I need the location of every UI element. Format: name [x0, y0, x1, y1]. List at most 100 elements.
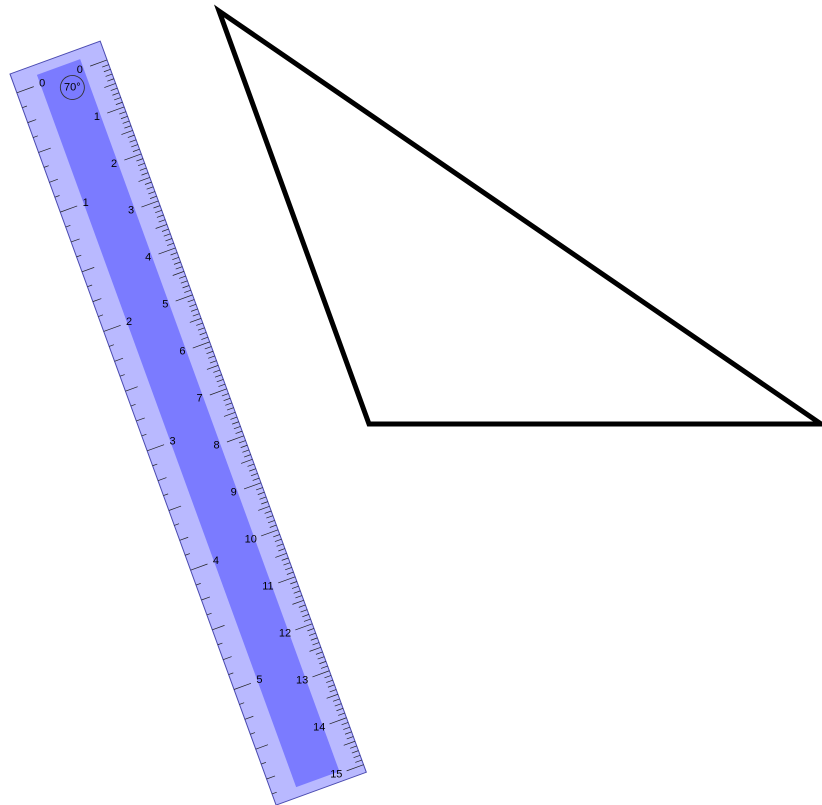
cm-tick	[343, 740, 356, 746]
inch-tick	[250, 732, 256, 735]
inch-tick	[33, 135, 38, 138]
cm-tick	[295, 595, 303, 599]
inch-tick	[103, 324, 121, 332]
cm-tick	[320, 665, 328, 669]
cm-tick	[114, 97, 121, 101]
cm-tick	[182, 285, 190, 289]
cm-tick	[286, 571, 294, 575]
cm-tick	[303, 618, 311, 622]
rotation-handle[interactable]	[57, 72, 88, 103]
inch-tick	[87, 284, 93, 288]
inch-label-3: 3	[169, 435, 175, 447]
cm-tick	[319, 661, 327, 665]
cm-tick	[338, 712, 345, 716]
cm-label-3: 3	[128, 205, 134, 217]
cm-tick	[326, 679, 333, 683]
cm-tick	[107, 78, 115, 82]
cm-tick	[136, 158, 144, 162]
inch-tick	[60, 205, 78, 213]
cm-tick	[249, 468, 256, 472]
cm-tick	[273, 534, 280, 538]
cm-tick	[172, 271, 185, 276]
cm-tick	[233, 426, 241, 430]
cm-tick	[138, 177, 150, 182]
cm-tick	[341, 722, 349, 726]
cm-tick	[137, 162, 145, 167]
cm-tick	[180, 280, 188, 284]
inch-tick	[136, 417, 145, 422]
cm-label-12: 12	[279, 628, 291, 640]
cm-tick	[238, 440, 246, 444]
inch-tick	[261, 762, 266, 765]
cm-tick	[259, 496, 267, 500]
cm-tick	[241, 459, 253, 464]
inch-tick	[185, 553, 190, 556]
cm-label-13: 13	[296, 675, 308, 687]
cm-tick	[261, 501, 268, 505]
cm-tick	[115, 101, 123, 105]
cm-label-14: 14	[313, 722, 325, 734]
cm-tick	[250, 473, 258, 477]
inch-tick	[174, 523, 180, 526]
cm-tick	[172, 256, 179, 261]
cm-tick	[232, 421, 239, 425]
cm-tick	[269, 524, 277, 528]
inch-label-1: 1	[83, 197, 89, 209]
inch-tick	[27, 119, 37, 123]
cm-tick	[112, 92, 120, 96]
cm-tick	[209, 360, 217, 364]
cm-tick	[261, 529, 279, 537]
cm-tick	[225, 402, 233, 406]
inch-tick	[141, 433, 147, 437]
inch-tick	[65, 225, 71, 228]
inch-tick	[201, 596, 211, 601]
cm-tick	[155, 209, 162, 214]
inch-tick	[233, 683, 252, 690]
cm-tick	[175, 266, 183, 270]
inch-tick	[81, 267, 95, 273]
cm-tick	[257, 491, 265, 495]
cm-tick	[223, 397, 231, 401]
inch-tick	[38, 147, 51, 153]
cm-tick	[196, 322, 203, 326]
ruler-center-band	[36, 59, 340, 788]
cm-tick	[343, 726, 351, 730]
cm-tick	[129, 139, 137, 143]
inch-tick	[114, 357, 124, 362]
cm-tick	[226, 435, 244, 443]
cm-tick	[353, 755, 361, 759]
cm-tick	[127, 134, 135, 138]
inch-tick	[76, 254, 82, 258]
inch-tick	[16, 86, 34, 94]
inch-tick	[22, 105, 28, 109]
inch-tick	[119, 374, 125, 377]
cm-tick	[300, 609, 308, 613]
cm-tick	[189, 318, 202, 323]
inch-tick	[212, 625, 225, 631]
cm-label-8: 8	[214, 440, 220, 452]
cm-tick	[110, 87, 118, 91]
angle-label: 70°	[64, 81, 81, 93]
inch-tick	[206, 612, 212, 616]
inch-tick	[109, 344, 114, 347]
cm-tick	[332, 698, 340, 702]
cm-tick	[201, 336, 209, 340]
cm-label-2: 2	[111, 158, 117, 170]
cm-tick	[141, 200, 159, 208]
cm-tick	[144, 181, 152, 185]
inch-tick	[266, 775, 276, 780]
cm-tick	[124, 125, 132, 129]
cm-tick	[240, 444, 248, 448]
cm-tick	[199, 332, 207, 336]
triangle[interactable]	[213, 4, 822, 427]
cm-tick	[214, 374, 222, 378]
cm-tick	[329, 717, 347, 725]
cm-tick	[156, 214, 164, 218]
cm-tick	[317, 656, 325, 660]
inch-tick	[152, 463, 158, 467]
cm-tick	[121, 130, 133, 135]
inch-tick	[217, 642, 223, 646]
cm-tick	[119, 111, 126, 115]
